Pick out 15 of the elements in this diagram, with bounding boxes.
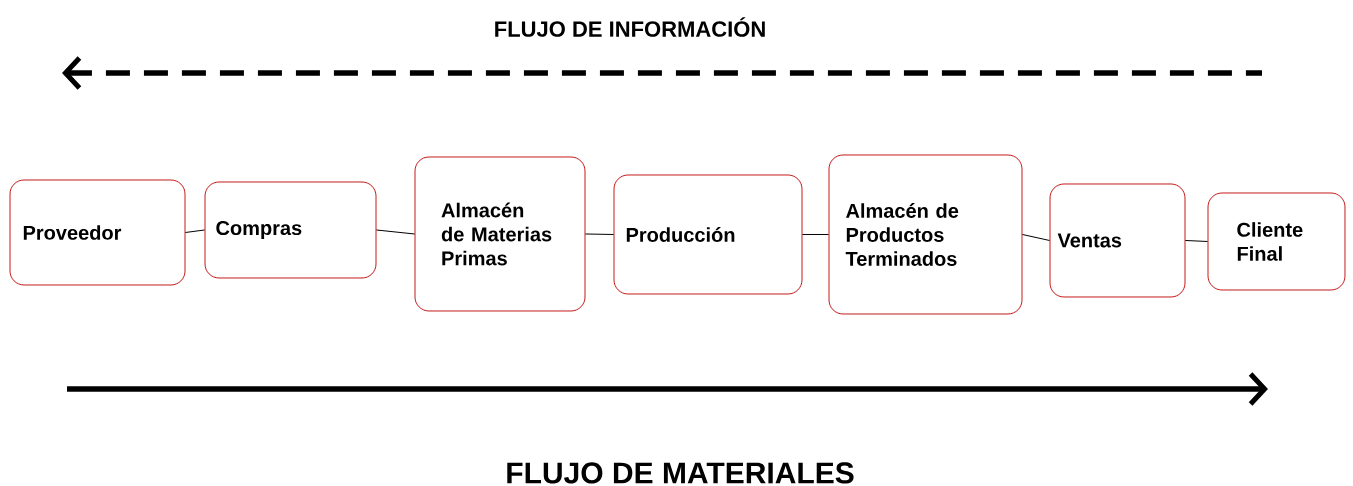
process-box: Producción [613, 174, 803, 295]
connector-line [801, 234, 830, 235]
process-box: Compras [204, 181, 377, 279]
process-box: Almacén de Productos Terminados [828, 154, 1023, 315]
connector-line [1021, 234, 1051, 241]
process-box: Cliente Final [1207, 192, 1346, 291]
connector-line [1184, 240, 1209, 242]
process-box: Almacén de Materias Primas [414, 156, 586, 312]
process-box: Ventas [1049, 183, 1186, 298]
connector-line [184, 229, 206, 233]
process-box: Proveedor [9, 179, 186, 286]
connector-line [584, 233, 615, 235]
flow-label: FLUJO DE INFORMACIÓN [495, 17, 765, 37]
connector-line [375, 229, 416, 235]
flow-label: FLUJO DE MATERIALES [507, 462, 854, 484]
